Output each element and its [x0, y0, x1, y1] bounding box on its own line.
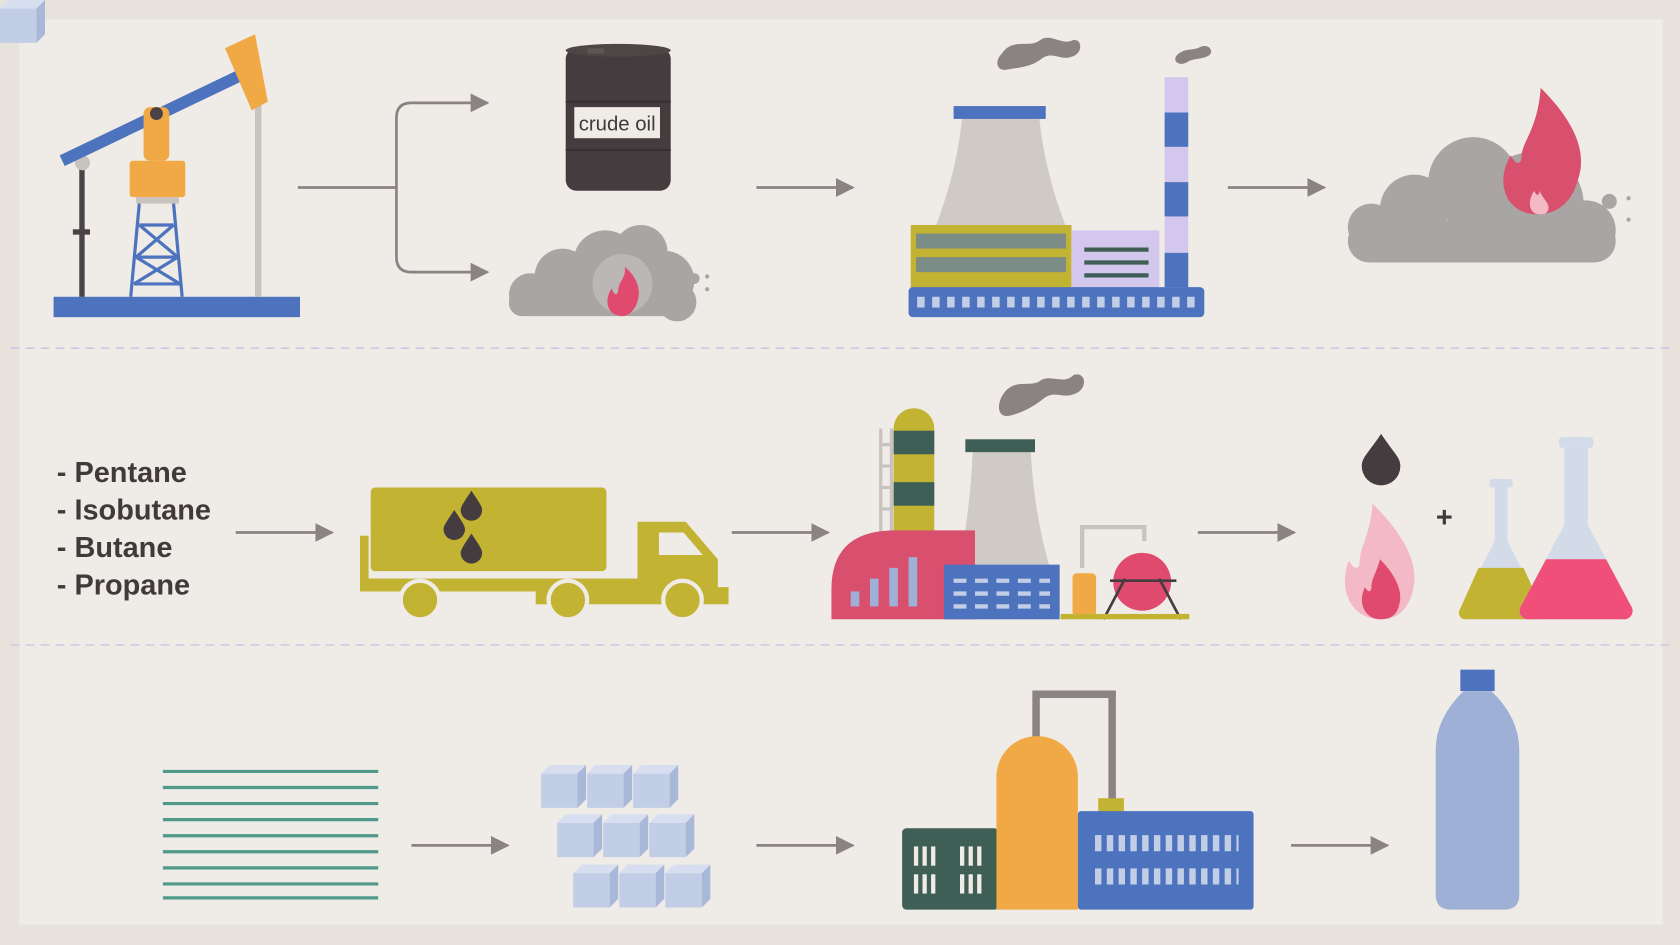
flask-large-icon	[1519, 437, 1633, 620]
arrow-to-barrel	[395, 93, 490, 188]
plastic-factory-icon	[902, 690, 1254, 910]
fibers-icon	[162, 769, 379, 900]
chemical-plant-icon	[831, 374, 1190, 620]
plastic-bottle-icon	[1435, 669, 1520, 910]
products-icon: +	[1344, 433, 1633, 620]
oil-drop-icon	[1361, 433, 1401, 486]
gas-item-butane: - Butane	[57, 532, 173, 564]
pumpjack-icon	[53, 34, 301, 318]
arrow-to-gas	[395, 187, 490, 282]
barrel-label: crude oil	[579, 114, 656, 136]
burning-smoke-icon	[1347, 87, 1631, 263]
tanker-truck-icon	[360, 487, 729, 622]
refinery-icon	[908, 37, 1212, 318]
gas-list: - Pentane - Isobutane - Butane - Propane	[57, 457, 211, 601]
pellets-cubes-icon	[0, 0, 711, 908]
oil-barrel-icon: crude oil	[565, 43, 671, 191]
gas-item-propane: - Propane	[57, 570, 190, 602]
gas-item-isobutane: - Isobutane	[57, 495, 211, 527]
plus-sign: +	[1436, 502, 1453, 534]
gas-item-pentane: - Pentane	[57, 457, 187, 489]
gas-cloud-flame-icon	[508, 225, 710, 322]
